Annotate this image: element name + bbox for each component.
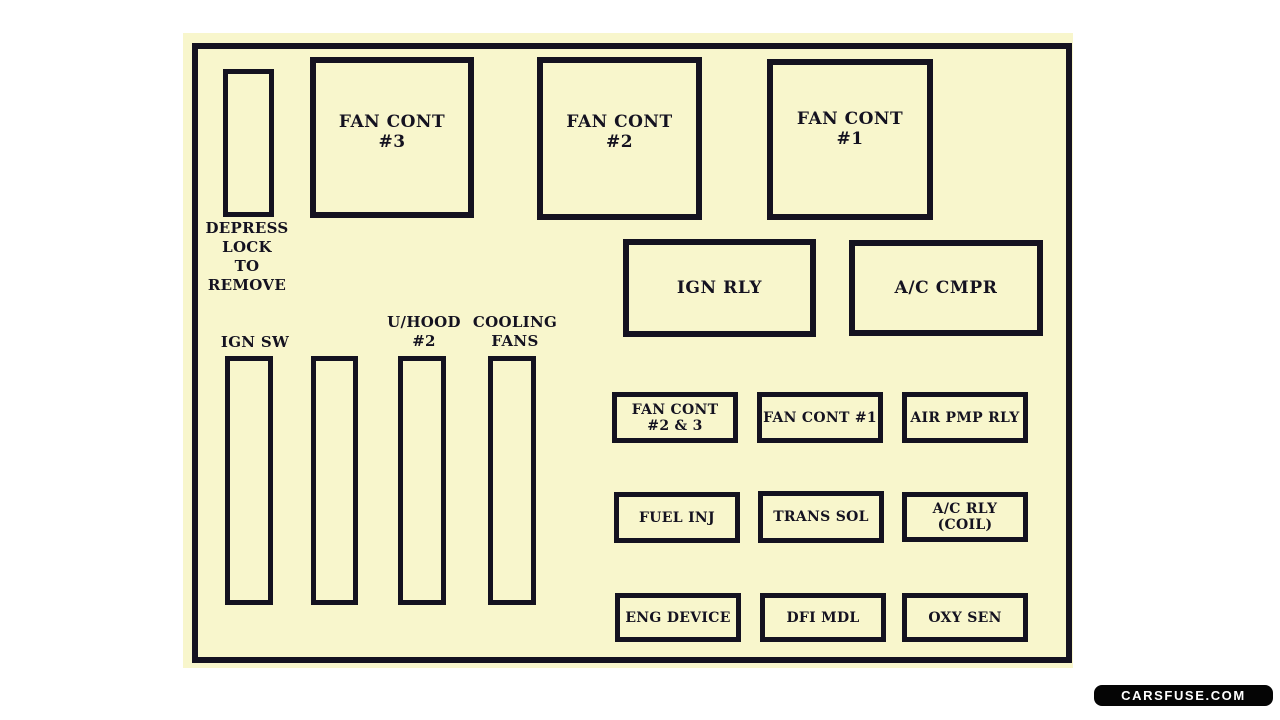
- fuse-slot-cooling-fans: [488, 356, 536, 605]
- depress-lock-label-line2: LOCK: [222, 238, 272, 256]
- fan-cont-2-label-line2: #2: [605, 132, 634, 152]
- fan-cont-2-and-3-label-line1: FAN CONT: [631, 401, 719, 418]
- relay-box-trans-sol: TRANS SOL: [758, 491, 884, 543]
- relay-box-dfi-mdl: DFI MDL: [760, 593, 886, 642]
- depress-lock-label: DEPRESS LOCK TO REMOVE: [201, 219, 293, 295]
- relay-box-oxy-sen: OXY SEN: [902, 593, 1028, 642]
- fan-cont-2-label-line1: FAN CONT: [566, 112, 673, 132]
- fusebox-outer-border: [192, 43, 1072, 663]
- cooling-fans-label-line2: FANS: [491, 332, 539, 350]
- depress-lock-label-line3: TO: [234, 257, 260, 275]
- fan-cont-3-label-line2: #3: [378, 132, 406, 152]
- fuse-slot-ign-sw: [225, 356, 273, 605]
- fuel-inj-label: FUEL INJ: [639, 509, 715, 526]
- fuse-slot-unlabeled: [311, 356, 358, 605]
- relay-box-fan-cont-1-small: FAN CONT #1: [757, 392, 883, 443]
- relay-box-air-pmp-rly: AIR PMP RLY: [902, 392, 1028, 443]
- ign-sw-label: IGN SW: [213, 333, 297, 351]
- ign-sw-label-line1: IGN SW: [220, 333, 290, 351]
- fan-cont-1-small-label: FAN CONT #1: [763, 409, 877, 426]
- uhood-2-label-line1: U/HOOD: [387, 313, 461, 331]
- cooling-fans-label-line1: COOLING: [472, 313, 558, 331]
- fan-cont-1-label-line1: FAN CONT: [796, 109, 904, 129]
- eng-device-label: ENG DEVICE: [625, 609, 731, 626]
- fan-cont-3-label-line1: FAN CONT: [338, 112, 446, 132]
- ign-rly-label: IGN RLY: [676, 278, 763, 298]
- relay-box-fan-cont-1: FAN CONT #1: [767, 59, 933, 220]
- relay-box-ac-rly-coil: A/C RLY (COIL): [902, 492, 1028, 542]
- uhood-2-label-line2: #2: [412, 332, 436, 350]
- fuse-slot-uhood-2: [398, 356, 446, 605]
- relay-box-fan-cont-2-and-3: FAN CONT #2 & 3: [612, 392, 738, 443]
- carsfuse-watermark-text: CARSFUSE.COM: [1121, 688, 1246, 703]
- ac-rly-coil-label-line1: A/C RLY: [932, 501, 998, 517]
- ac-cmpr-label: A/C CMPR: [894, 278, 998, 298]
- uhood-2-label: U/HOOD #2: [383, 313, 465, 351]
- relay-box-eng-device: ENG DEVICE: [615, 593, 741, 642]
- fan-cont-1-label-line2: #1: [836, 129, 864, 149]
- oxy-sen-label: OXY SEN: [928, 609, 1002, 626]
- relay-box-ign-rly: IGN RLY: [623, 239, 816, 337]
- air-pmp-rly-label: AIR PMP RLY: [910, 409, 1020, 426]
- carsfuse-watermark-badge: CARSFUSE.COM: [1094, 685, 1273, 706]
- relay-box-fan-cont-3: FAN CONT #3: [310, 57, 474, 218]
- ac-rly-coil-label-line2: (COIL): [937, 517, 993, 533]
- trans-sol-label: TRANS SOL: [773, 509, 869, 525]
- depress-lock-slot: [223, 69, 274, 217]
- relay-box-fuel-inj: FUEL INJ: [614, 492, 740, 543]
- fan-cont-2-and-3-label-line2: #2 & 3: [647, 417, 703, 434]
- relay-box-fan-cont-2: FAN CONT #2: [537, 57, 702, 220]
- cooling-fans-label: COOLING FANS: [471, 313, 559, 351]
- diagram-panel-background: [183, 33, 1073, 668]
- dfi-mdl-label: DFI MDL: [786, 609, 860, 626]
- depress-lock-label-line1: DEPRESS: [205, 219, 289, 237]
- depress-lock-label-line4: REMOVE: [207, 276, 287, 294]
- relay-box-ac-cmpr: A/C CMPR: [849, 240, 1043, 336]
